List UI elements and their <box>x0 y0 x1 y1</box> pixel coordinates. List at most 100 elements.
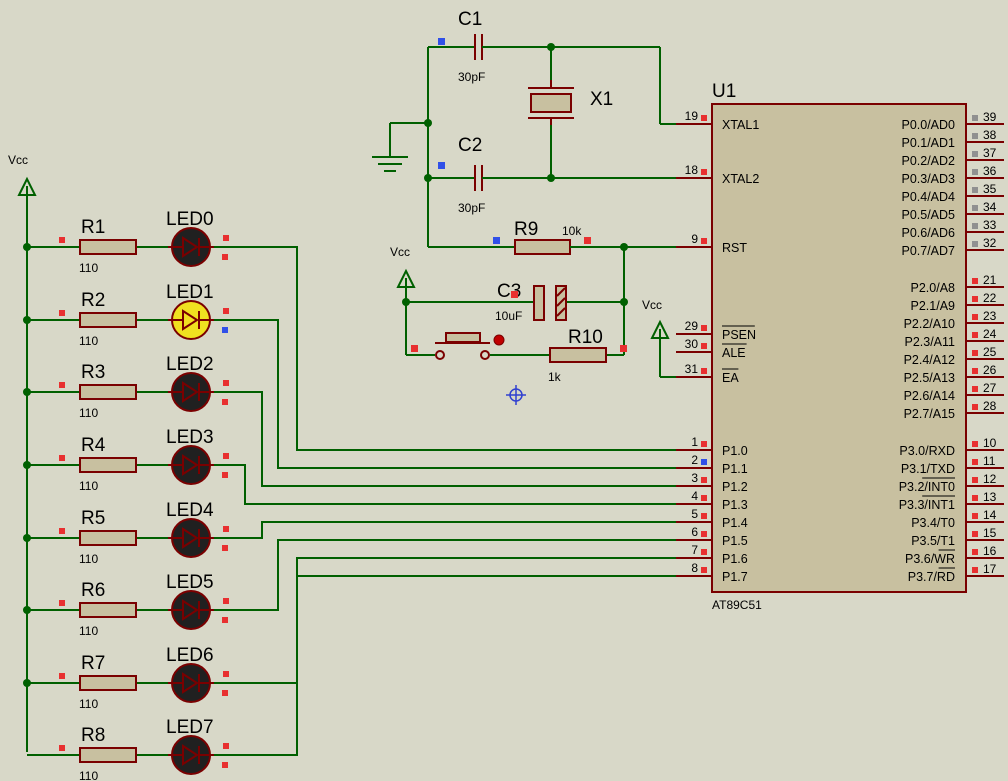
u1-part: AT89C51 <box>712 598 762 612</box>
pin-name: P1.4 <box>722 516 748 530</box>
pin-left-8[interactable]: 8P1.7 <box>676 561 748 584</box>
pin-number: 24 <box>983 327 997 341</box>
pin-number: 1 <box>691 435 698 449</box>
led-led0[interactable]: LED0 <box>166 209 229 267</box>
pin-name: P2.6/A14 <box>904 389 955 403</box>
pin-number: 2 <box>691 453 698 467</box>
led-led3[interactable]: LED3 <box>166 427 229 485</box>
pin-number: 23 <box>983 309 997 323</box>
pin-left-1[interactable]: 1P1.0 <box>676 435 748 458</box>
resistor-r10[interactable]: R10 1k <box>548 327 607 384</box>
pin-name: EA <box>722 371 739 385</box>
mcu-u1[interactable]: U1 AT89C51 <box>711 81 967 612</box>
vcc-label-ea: Vcc <box>642 298 662 312</box>
pin-name: P0.6/AD6 <box>901 226 955 240</box>
pin-name: P3.6/WR <box>905 552 955 566</box>
ground-icon <box>372 156 408 172</box>
pin-number: 15 <box>983 526 997 540</box>
led-led1[interactable]: LED1 <box>166 282 229 340</box>
c2-value: 30pF <box>458 201 485 215</box>
resistor-r9[interactable]: R9 10k <box>500 219 585 255</box>
c1-value: 30pF <box>458 70 485 84</box>
pin-left-6[interactable]: 6P1.5 <box>676 525 748 548</box>
pin-number: 39 <box>983 110 997 124</box>
led-ref: LED3 <box>166 427 214 448</box>
capacitor-c2[interactable]: C2 30pF <box>458 135 488 215</box>
capacitor-c1[interactable]: C1 30pF <box>458 9 488 84</box>
pin-left-4[interactable]: 4P1.3 <box>676 489 748 512</box>
led-led2[interactable]: LED2 <box>166 354 229 412</box>
reset-pushbutton[interactable] <box>435 332 505 360</box>
pin-number: 13 <box>983 490 997 504</box>
pin-name: P3.3/INT1 <box>899 498 955 512</box>
pin-name: P1.2 <box>722 480 748 494</box>
resistor-r1[interactable]: R1 110 <box>59 217 137 275</box>
led-led5[interactable]: LED5 <box>166 572 229 630</box>
pin-left-5[interactable]: 5P1.4 <box>676 507 748 530</box>
pin-number: 28 <box>983 399 997 413</box>
pin-number: 12 <box>983 472 997 486</box>
pin-number: 22 <box>983 291 997 305</box>
crystal-x1[interactable]: X1 <box>528 80 613 125</box>
vcc-label-reset: Vcc <box>390 245 410 259</box>
resistor-value: 110 <box>79 479 98 493</box>
pin-name: P3.1/TXD <box>901 462 955 476</box>
led-ref: LED1 <box>166 282 214 303</box>
led-led6[interactable]: LED6 <box>166 645 229 703</box>
pin-name: P2.1/A9 <box>911 299 956 313</box>
u1-ref: U1 <box>712 81 736 102</box>
led-ref: LED6 <box>166 645 214 666</box>
pin-name: P1.0 <box>722 444 748 458</box>
led-ref: LED5 <box>166 572 214 593</box>
resistor-value: 110 <box>79 334 98 348</box>
c2-ref: C2 <box>458 135 482 156</box>
resistor-value: 110 <box>79 261 98 275</box>
pin-left-7[interactable]: 7P1.6 <box>676 543 748 566</box>
pin-left-2[interactable]: 2P1.1 <box>676 453 748 476</box>
led-led7[interactable]: LED7 <box>166 717 229 775</box>
resistor-ref: R1 <box>81 217 105 238</box>
pin-left-3[interactable]: 3P1.2 <box>676 471 748 494</box>
led-led4[interactable]: LED4 <box>166 500 229 558</box>
pin-name: XTAL2 <box>722 172 759 186</box>
